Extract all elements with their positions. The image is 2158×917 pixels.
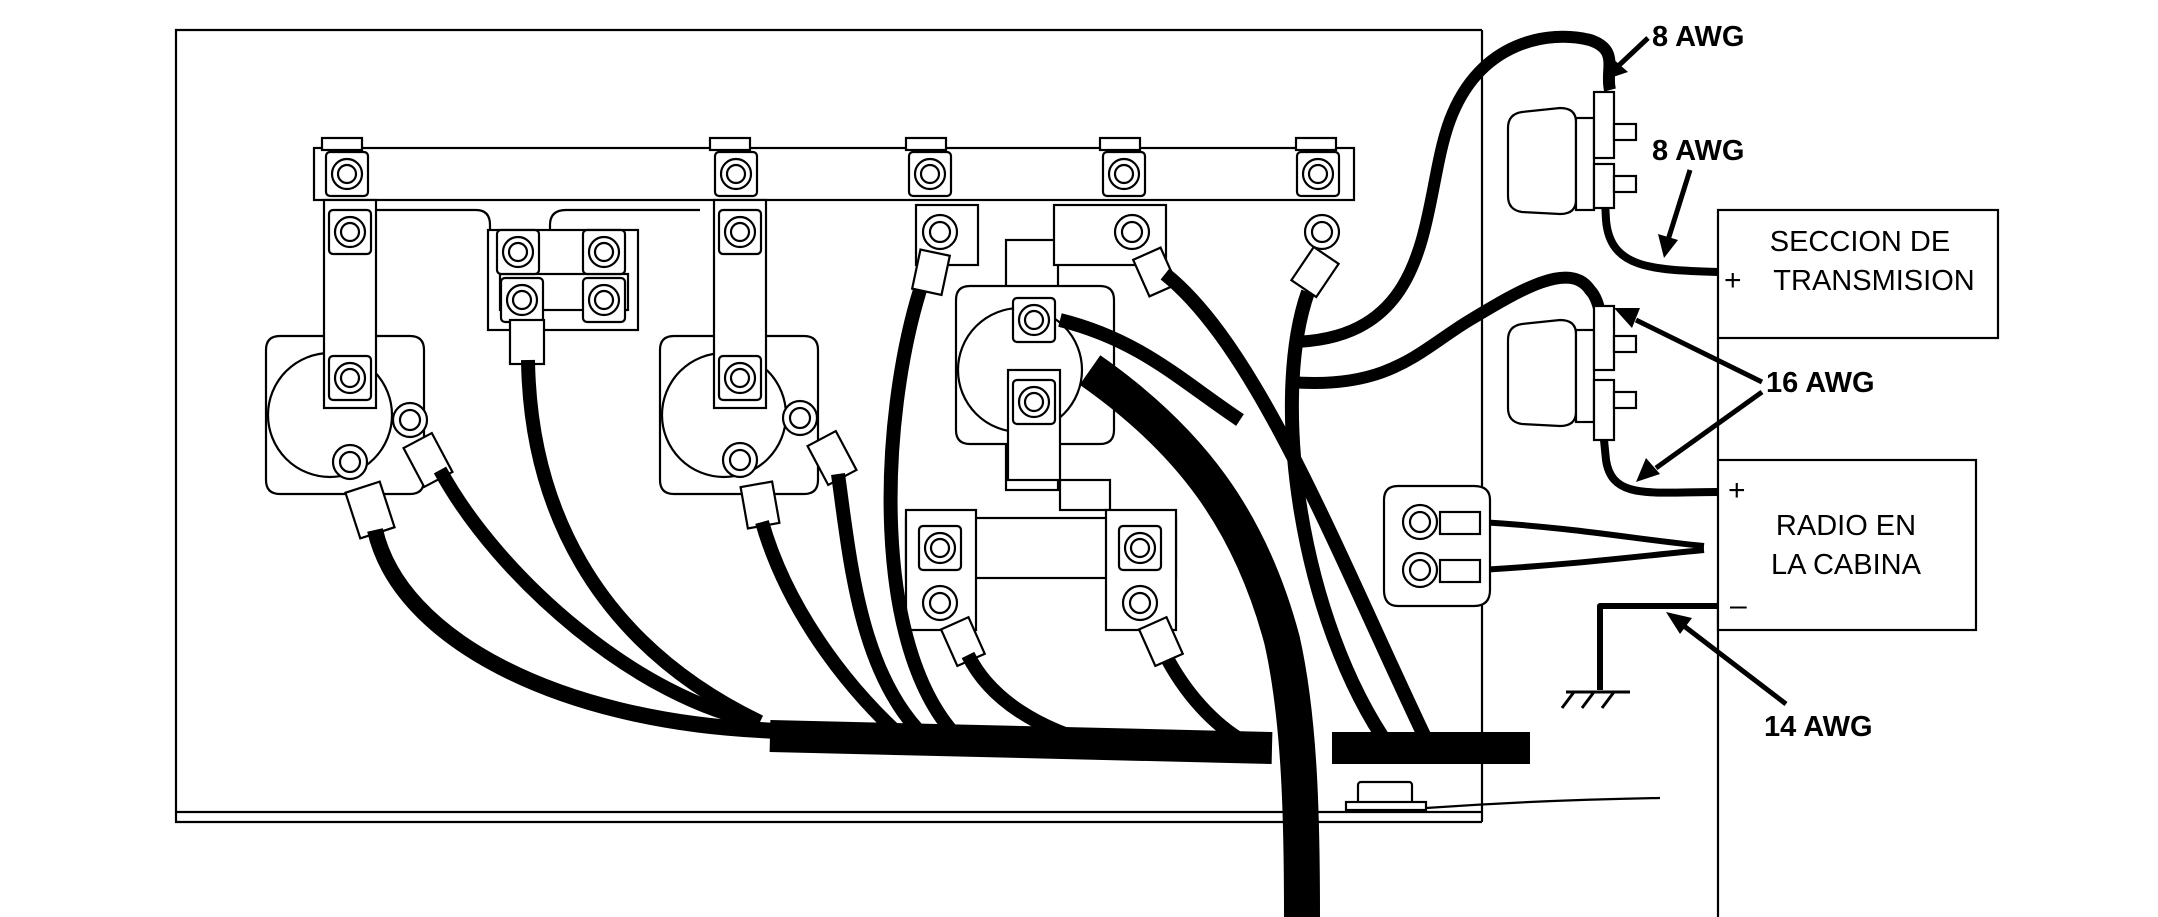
solenoid-2 (658, 198, 820, 496)
awg-label-16: 16 AWG (1766, 367, 1875, 399)
arrow-head (1614, 308, 1640, 328)
cab-radio-box: RADIO EN LA CABINA + – (1716, 458, 1978, 632)
arrow-head (1604, 58, 1628, 80)
ground-bolt (1344, 780, 1661, 812)
circuit-breaker-upper (1506, 90, 1638, 216)
ground-wire (1560, 603, 1718, 709)
circuit-breaker-lower (1506, 304, 1638, 442)
radio-plus-sign: + (1728, 474, 1746, 507)
bus-bar (312, 136, 1356, 240)
transmission-section-box: SECCION DE TRANSMISION + (1716, 208, 2000, 340)
radio-line-1: RADIO EN (1776, 510, 1916, 542)
awg-label-8-second: 8 AWG (1652, 135, 1744, 167)
transmission-plus-sign: + (1724, 264, 1742, 297)
radio-minus-sign: – (1730, 589, 1747, 622)
radio-line-2: LA CABINA (1771, 549, 1922, 581)
awg-label-8-top: 8 AWG (1652, 21, 1744, 53)
arrow-head (1636, 458, 1660, 482)
awg-label-14: 14 AWG (1764, 711, 1873, 743)
awg-annotations: 8 AWG 8 AWG 16 AWG 14 AWG (1604, 21, 1875, 743)
arrow-head (1666, 612, 1692, 634)
wire-harness (344, 245, 1530, 917)
transmission-line-1: SECCION DE (1770, 226, 1950, 258)
solenoid-1 (264, 198, 429, 496)
small-terminal-block (486, 228, 640, 332)
radio-connector (1382, 484, 1492, 608)
transmission-line-2: TRANSMISION (1773, 265, 1974, 297)
output-wires (1289, 30, 1719, 573)
arrow-head (1658, 234, 1678, 258)
